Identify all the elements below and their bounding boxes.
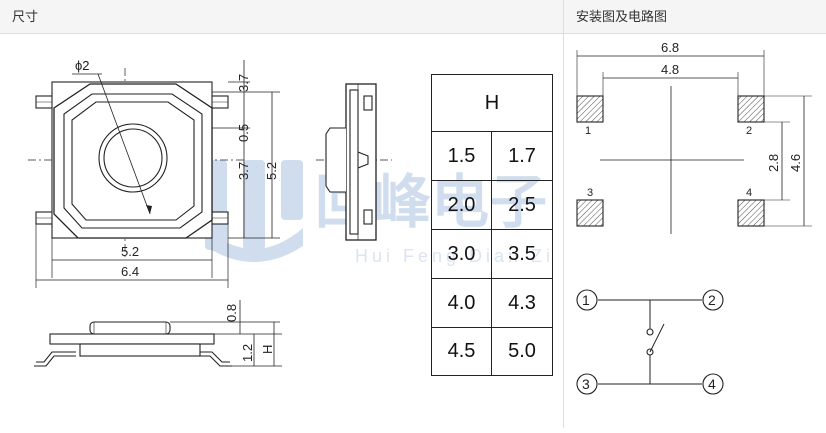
size-header: 尺寸 — [0, 0, 563, 34]
circuit-node-label: 4 — [708, 376, 716, 392]
dim-4-6: 4.6 — [788, 154, 803, 172]
dimension-drawings: ϕ2 3.7 0.5 3.7 5.2 5.2 6.4 — [0, 34, 563, 428]
dim-1-2: 1.2 — [240, 344, 255, 362]
pad-label: 2 — [746, 125, 752, 137]
h-table-cell: 2.5 — [508, 193, 536, 216]
front-view-drawing: 0.8 1.2 H — [34, 300, 282, 367]
h-table-cell: 4.0 — [447, 291, 476, 314]
pad-label: 4 — [746, 187, 752, 199]
dim-3-7: 3.7 — [236, 162, 251, 180]
circuit-node-label: 2 — [708, 292, 716, 308]
mounting-circuit-header: 安装图及电路图 — [564, 0, 826, 34]
h-table-cell: 1.7 — [508, 144, 536, 167]
pad-label: 3 — [587, 187, 593, 199]
h-table-cell: 5.0 — [508, 340, 536, 362]
dim-2-8: 2.8 — [766, 154, 781, 172]
mounting-circuit-drawings: 6.8 4.8 2.8 4.6 1 2 3 4 1 2 3 — [564, 34, 826, 428]
h-table-cell: 4.3 — [508, 291, 536, 314]
panel-divider — [563, 0, 564, 428]
dim-5-2-horizontal: 5.2 — [121, 244, 139, 259]
dim-6-4: 6.4 — [121, 264, 139, 279]
side-view-drawing — [316, 83, 392, 241]
circuit-node-label: 3 — [582, 376, 590, 392]
dim-phi-label: ϕ2 — [75, 58, 90, 73]
top-view-drawing: ϕ2 3.7 0.5 3.7 5.2 5.2 6.4 — [28, 58, 280, 288]
dim-4-8: 4.8 — [661, 62, 679, 77]
h-height-table: H 1.5 1.7 2.0 2.5 3.0 3.5 4.0 4.3 4.5 5.… — [431, 74, 553, 376]
h-table-cell: 2.0 — [447, 193, 476, 216]
h-table-cell: 4.5 — [447, 340, 476, 362]
dim-3-7-top: 3.7 — [236, 74, 251, 92]
dim-h: H — [260, 345, 275, 354]
h-table-cell: 3.5 — [508, 242, 536, 265]
dim-6-8: 6.8 — [661, 40, 679, 55]
circuit-node-label: 1 — [582, 292, 590, 308]
h-table-header: H — [484, 91, 500, 114]
mounting-pattern-drawing: 6.8 4.8 2.8 4.6 1 2 3 4 — [576, 40, 812, 234]
circuit-diagram: 1 2 3 4 — [576, 289, 724, 395]
pad-label: 1 — [585, 125, 591, 137]
dim-5-2-vertical: 5.2 — [264, 162, 279, 180]
h-table-cell: 1.5 — [447, 144, 476, 167]
h-table-cell: 3.0 — [447, 242, 476, 265]
dim-0-5: 0.5 — [236, 124, 251, 142]
dim-0-8: 0.8 — [224, 304, 239, 322]
